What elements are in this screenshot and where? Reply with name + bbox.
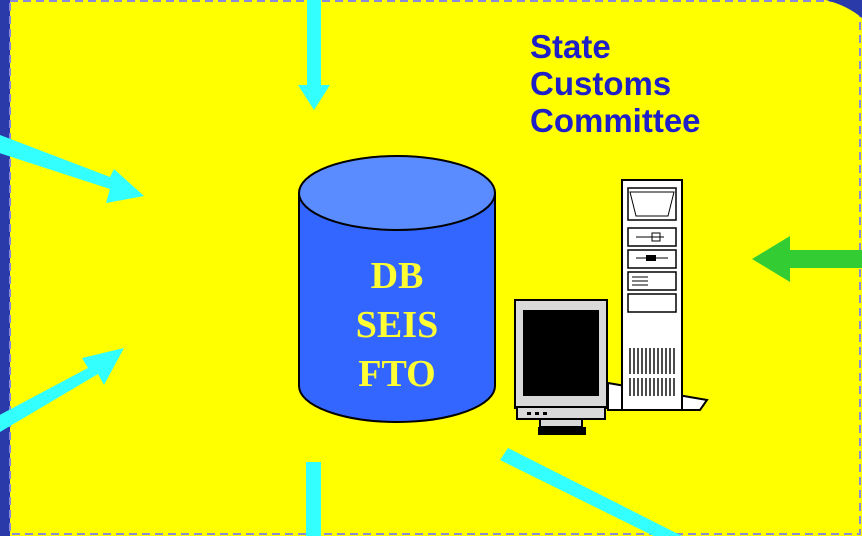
database-cylinder-icon (298, 155, 496, 423)
bottom-arrow (306, 462, 321, 536)
lower-left-inbound-arrow (0, 348, 124, 432)
lower-right-arrow (500, 448, 683, 536)
right-inbound-arrow (752, 236, 862, 282)
customs-label: State Customs Committee (530, 28, 701, 139)
database-label-line1: DB (370, 255, 424, 297)
customs-label-line2: Customs (530, 65, 672, 102)
monitor-icon (514, 299, 608, 435)
corner-shape (826, 0, 862, 18)
upper-left-inbound-arrow (0, 135, 144, 203)
top-inbound-arrow (298, 0, 330, 110)
database-label-line2: SEIS (355, 304, 439, 346)
slide-frame (9, 0, 861, 535)
server-tower-icon (607, 179, 709, 411)
database-label-line3: FTO (358, 353, 436, 395)
customs-label-line1: State (530, 28, 611, 65)
database-label: DB SEIS FTO (299, 252, 495, 399)
customs-label-line3: Committee (530, 102, 701, 139)
